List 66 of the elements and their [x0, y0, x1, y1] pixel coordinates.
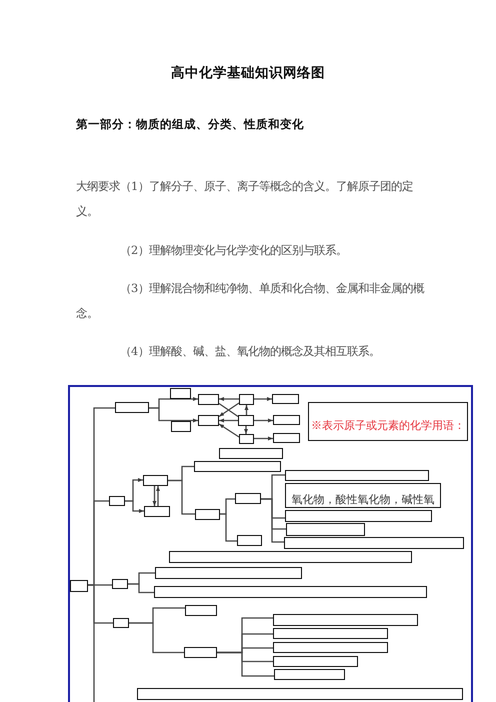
answer-box: [272, 394, 299, 404]
arrow: [244, 405, 248, 415]
answer-box: [70, 580, 88, 592]
arrow: [254, 418, 273, 422]
answer-box: [273, 433, 300, 443]
answer-box: [237, 535, 262, 546]
answer-box: [170, 388, 191, 399]
answer-box: [143, 475, 168, 486]
answer-box: [239, 394, 254, 405]
connector-line: [168, 480, 195, 515]
answer-box: [285, 483, 441, 508]
answer-box: [144, 506, 170, 517]
answer-box: [238, 415, 254, 426]
note-box: [308, 402, 468, 441]
requirement-text: 大纲要求（1）了解分子、原子、离子等概念的含义。了解原子团的定义。: [76, 179, 414, 220]
answer-box: [171, 421, 191, 432]
arrow: [125, 500, 144, 513]
answer-box: [239, 434, 254, 444]
answer-box: [273, 415, 300, 425]
answer-text: 氧化物，酸性氧化物，碱性氧: [292, 493, 434, 506]
answer-box: [115, 402, 149, 413]
answer-box: [109, 496, 125, 506]
answer-box: [155, 567, 302, 579]
answer-box: [137, 688, 463, 700]
answer-box: [154, 586, 427, 598]
arrow: [149, 407, 198, 422]
answer-box: [185, 605, 217, 616]
answer-box: [285, 470, 429, 481]
arrow: [244, 426, 248, 434]
answer-box: [273, 642, 388, 653]
connector-line: [129, 622, 184, 654]
answer-box: [273, 614, 418, 626]
answer-box: [198, 415, 219, 426]
answer-box: [284, 537, 464, 549]
section-heading: 第一部分：物质的组成、分类、性质和变化: [76, 117, 304, 131]
answer-box: [219, 448, 283, 459]
page-title: 高中化学基础知识网络图: [171, 65, 325, 81]
answer-box: [184, 647, 217, 658]
connector-line: [217, 652, 274, 677]
connector-line: [261, 498, 284, 543]
arrow: [156, 486, 160, 506]
answer-box: [285, 510, 432, 522]
note-text: ※表示原子或元素的化学用语：: [311, 419, 465, 432]
connector-line: [88, 584, 95, 702]
answer-box: [112, 579, 128, 589]
arrow: [254, 436, 273, 440]
answer-box: [274, 669, 345, 680]
arrow: [219, 418, 238, 422]
answer-box: [195, 509, 220, 520]
requirement-text: （2）理解物理变化与化学变化的区别与联系。: [119, 243, 348, 259]
arrow: [218, 423, 240, 438]
answer-box: [286, 523, 365, 536]
requirement-text: （4）理解酸、碱、盐、氧化物的概念及其相互联系。: [119, 344, 380, 360]
answer-box: [235, 493, 261, 504]
answer-box: [113, 618, 129, 628]
answer-box: [273, 656, 358, 667]
arrow: [152, 486, 156, 506]
answer-box: [198, 394, 219, 405]
answer-box: [273, 628, 388, 639]
arrow: [219, 397, 239, 401]
connector-line: [220, 513, 237, 542]
connector-line: [128, 583, 154, 594]
arrow: [254, 397, 272, 401]
answer-box: [169, 551, 412, 563]
answer-box: [194, 461, 281, 472]
requirement-text: （3）理解混合物和纯净物、单质和化合物、金属和非金属的概念。: [76, 281, 426, 322]
